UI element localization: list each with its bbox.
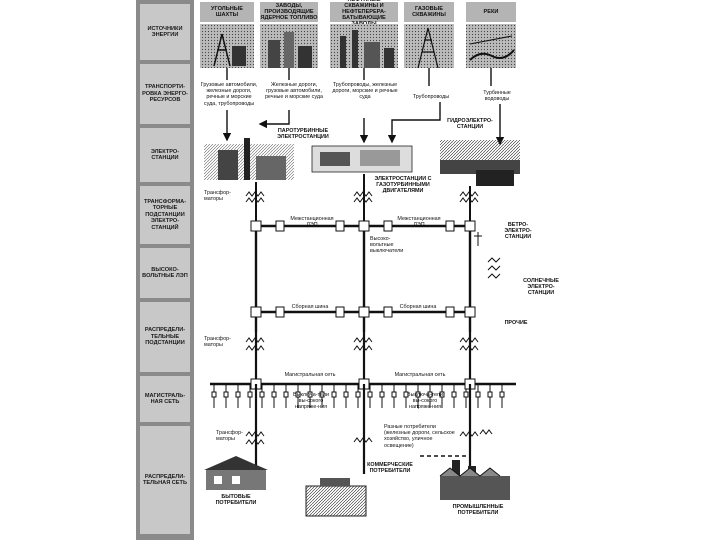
river-illustration [466, 24, 516, 68]
trunk-drop-switch [331, 391, 337, 398]
trunk-drop-switch [307, 391, 313, 398]
household-consumers-label: БЫТОВЫЕ ПОТРЕБИТЕЛИ [215, 494, 257, 507]
intersystem-line-left-label: Межстанционная ЛЭП [290, 216, 334, 229]
various-consumers-label: Разные потребители (железные дороги, сел… [384, 424, 455, 449]
trunk-drop-switch [283, 391, 289, 398]
trunk-drop-switch [379, 391, 385, 398]
station-transformers [245, 191, 479, 203]
trunk-drop-switch [499, 391, 505, 398]
solar-station-label: СОЛНЕЧНЫЕ ЭЛЕКТРО-СТАНЦИИ [523, 278, 559, 297]
transport-gas: Трубопроводы [412, 94, 450, 100]
low-transformers [245, 429, 493, 457]
hydro-station-label: ГИДРОЭЛЕКТРО-СТАНЦИИ [447, 118, 493, 131]
hydro-station-illustration [440, 140, 520, 186]
transport-coal: Грузовые автомобили, железные дороги, ре… [200, 82, 258, 107]
sidebar-row-station-transformers: ТРАНСФОРМА-ТОРНЫЕ ПОДСТАНЦИИ ЭЛЕКТРО-СТА… [140, 186, 190, 244]
sidebar-row-hv-lines: ВЫСОКО-ВОЛЬТНЫЕ ЛЭП [140, 248, 190, 298]
household-consumers-illustration [204, 456, 268, 490]
other-stations-label: ПРОЧИЕ [504, 320, 528, 326]
source-rivers: РЕКИ [466, 2, 516, 22]
trunk-drop-switch [235, 391, 241, 398]
sidebar-row-trunk-network: МАГИСТРАЛЬ-НАЯ СЕТЬ [140, 376, 190, 422]
trunk-drop-switch [391, 391, 397, 398]
trunk-drop-switch [355, 391, 361, 398]
trunk-drop-switch [211, 391, 217, 398]
trunk-drop-switch [403, 391, 409, 398]
trunk-drop-switch [319, 391, 325, 398]
lv-switch-left-label: Выключа-тели вы-сокого напряже-ния [293, 392, 329, 411]
bus-left-label: Сборная шина [291, 304, 329, 310]
oil-refinery-illustration [330, 24, 398, 68]
trunk-left-label: Магистральная сеть [284, 372, 336, 378]
transport-river: Турбинные водоводы [483, 90, 511, 103]
sidebar-row-sources: ИСТОЧНИКИ ЭНЕРГИИ [140, 4, 190, 60]
trunk-right-label: Магистральная сеть [394, 372, 446, 378]
trunk-drops [211, 384, 505, 408]
distribution-transformers [245, 337, 479, 351]
sidebar-row-distribution-network: РАСПРЕДЕЛИ-ТЕЛЬНАЯ СЕТЬ [140, 426, 190, 534]
transformers-top-label: Трансфор-маторы [204, 190, 231, 203]
gas-turbine-station-illustration [311, 145, 413, 173]
thermal-station-label: ПАРОТУРБИННЫЕ ЭЛЕКТРОСТАНЦИИ [277, 128, 329, 141]
stage-sidebar: ИСТОЧНИКИ ЭНЕРГИИ ТРАНСПОРТИ-РОВКА ЭНЕРГ… [136, 0, 194, 540]
trunk-drop-switch [343, 391, 349, 398]
trunk-drop-switch [271, 391, 277, 398]
hv-switch-label: Высоко-вольтные выключатели [370, 236, 404, 255]
transformers-low-label: Трансфор-маторы [216, 430, 243, 443]
transformers-mid-label: Трансфор-маторы [204, 336, 231, 349]
bus-right-label: Сборная шина [399, 304, 437, 310]
industrial-consumers-illustration [439, 460, 510, 500]
coal-mine-illustration [200, 24, 254, 68]
gas-turbine-station-label: ЭЛЕКТРОСТАНЦИИ С ГАЗОТУРБИННЫМИ ДВИГАТЕЛ… [374, 176, 432, 195]
trunk-drop-switch [367, 391, 373, 398]
sidebar-row-stations: ЭЛЕКТРО-СТАНЦИИ [140, 128, 190, 182]
intersystem-line-right-label: Межстанционная ЛЭП [397, 216, 441, 229]
trunk-drop-switch [451, 391, 457, 398]
transport-oil: Трубопроводы, железные дороги, морские и… [332, 82, 398, 101]
sidebar-row-distribution-substations: РАСПРЕДЕЛИ-ТЕЛЬНЫЕ ПОДСТАНЦИИ [140, 302, 190, 372]
trunk-drop-switch [427, 391, 433, 398]
wind-station-label: ВЕТРО-ЭЛЕКТРО-СТАНЦИИ [504, 222, 532, 241]
trunk-drop-switch [295, 391, 301, 398]
gas-well-illustration [404, 24, 454, 69]
trunk-drop-switch [259, 391, 265, 398]
lv-switch-right-label: Выключа-тели вы-сокого напряже-ния [407, 392, 443, 411]
sidebar-row-transport: ТРАНСПОРТИ-РОВКА ЭНЕРГО-РЕСУРСОВ [140, 64, 190, 124]
thermal-station-illustration [204, 138, 294, 180]
trunk-drop-switch [223, 391, 229, 398]
commercial-consumers-label: КОММЕРЧЕСКИЕ ПОТРЕБИТЕЛИ [367, 462, 413, 475]
source-coal-mines: УГОЛЬНЫЕ ШАХТЫ [200, 2, 254, 22]
trunk-drop-switch [463, 391, 469, 398]
wind-solar-symbols [474, 232, 501, 279]
trunk-drop-switch [247, 391, 253, 398]
source-gas-wells: ГАЗОВЫЕ СКВАЖИНЫ [404, 2, 454, 22]
industrial-consumers-label: ПРОМЫШЛЕННЫЕ ПОТРЕБИТЕЛИ [452, 504, 504, 517]
trunk-drop-switch [487, 391, 493, 398]
trunk-drop-switch [415, 391, 421, 398]
transport-nuclear: Железные дороги, грузовые автомобили, ре… [264, 82, 324, 101]
trunk-drop-switch [439, 391, 445, 398]
commercial-consumers-illustration [305, 478, 367, 517]
source-nuclear-fuel-plants: ЗАВОДЫ, ПРОИЗВОДЯЩИЕ ЯДЕРНОЕ ТОПЛИВО [260, 2, 318, 22]
nuclear-plant-illustration [260, 24, 318, 68]
trunk-drop-switch [475, 391, 481, 398]
